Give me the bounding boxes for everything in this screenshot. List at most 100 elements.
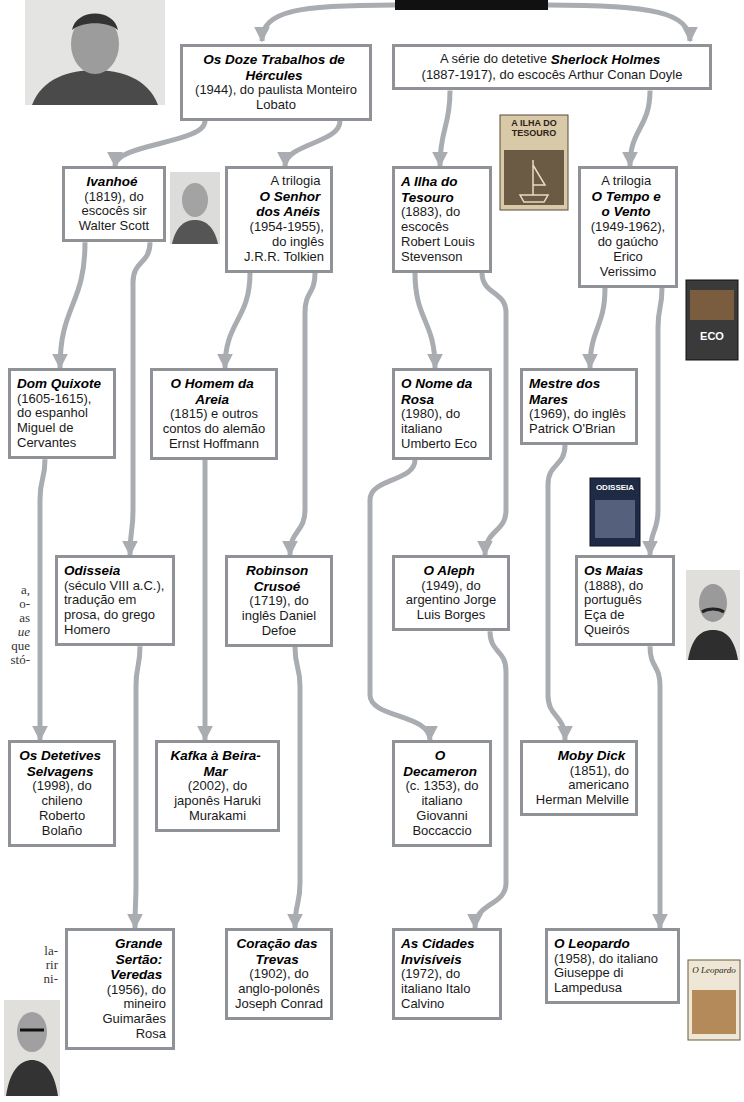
book-title: O Homem da Areia <box>159 376 265 407</box>
book-title: As Cidades Invisíveis <box>401 936 489 967</box>
clipped-text: la- <box>0 944 58 958</box>
cover-picture <box>690 290 734 320</box>
portrait-hair <box>72 14 118 31</box>
book-note: (1949-1962), do gaúcho Erico Verissimo <box>587 220 669 280</box>
book-note: A trilogia <box>601 174 651 189</box>
book-box: Ivanhoé(1819), do escocês sir Walter Sco… <box>62 166 166 242</box>
book-title: Dom Quixote <box>17 376 101 392</box>
book-cover <box>686 280 738 360</box>
portrait-head <box>182 183 208 217</box>
book-box: Grande Sertão: Veredas(1956), do mineiro… <box>65 928 175 1050</box>
flow-arrow <box>40 459 45 740</box>
book-box: As Cidades Invisíveis(1972), do italiano… <box>392 928 502 1020</box>
flow-arrow <box>225 273 250 368</box>
clipped-text: stó- <box>0 653 30 667</box>
author-portrait <box>25 0 165 105</box>
book-title: Sherlock Holmes <box>551 52 661 68</box>
book-note: (1887-1917), do escocês Arthur Conan Doy… <box>422 68 683 83</box>
flow-arrow <box>203 460 208 740</box>
book-cover <box>590 478 640 546</box>
clipped-text: o- <box>0 597 30 611</box>
book-note: (1819), do escocês sir Walter Scott <box>71 190 157 235</box>
book-note: (1958), do italiano Giuseppe di Lampedus… <box>554 952 671 997</box>
book-box: O Nome da Rosa(1980), do italiano Umbert… <box>392 368 492 460</box>
clipped-text: ni- <box>0 972 58 986</box>
book-title: Coração das Trevas <box>234 936 320 967</box>
flow-arrow <box>295 647 300 928</box>
book-title: Os Detetives Selvagens <box>17 748 103 779</box>
book-note: (1851), do americano Herman Melville <box>529 764 629 809</box>
flow-arrow <box>548 445 565 740</box>
book-title: Moby Dick <box>558 748 626 764</box>
book-title: Grande Sertão: Veredas <box>74 936 162 983</box>
book-title: Os Doze Trabalhos de Hércules <box>189 52 359 83</box>
book-title: Odisseia <box>64 563 120 579</box>
cover-ground <box>590 478 640 546</box>
book-box: Os Detetives Selvagens(1998), do chileno… <box>8 740 116 847</box>
lead-arrow <box>548 5 690 41</box>
book-box: O Leopardo(1958), do italiano Giuseppe d… <box>545 928 680 1004</box>
book-note: (1998), do chileno Roberto Bolaño <box>17 779 107 839</box>
portrait-head <box>71 14 119 74</box>
book-box: Os Doze Trabalhos de Hércules(1944), do … <box>180 44 372 121</box>
portrait-glasses <box>20 1029 44 1032</box>
book-cover <box>500 115 568 210</box>
flow-arrow <box>440 90 450 166</box>
flow-arrow <box>285 121 340 166</box>
portrait-shoulders <box>6 1060 58 1096</box>
book-title: O Decameron <box>401 748 479 779</box>
clipped-text: ue <box>0 625 30 639</box>
book-title: Mestre dos Mares <box>529 376 625 407</box>
cover-ground <box>686 280 738 360</box>
cover-picture <box>692 990 736 1034</box>
book-box: A trilogiaO Tempo e o Vento(1949-1962), … <box>578 166 678 288</box>
portrait-head <box>17 1012 47 1052</box>
book-note: (2002), do japonês Haruki Murakami <box>164 779 271 824</box>
book-title: O Nome da Rosa <box>401 376 479 407</box>
cover-picture <box>504 150 564 205</box>
book-note: A trilogia <box>271 174 321 189</box>
portrait-ground <box>25 0 165 105</box>
book-box: O Homem da Areia(1815) e outros contos d… <box>150 368 278 460</box>
book-note: (1956), do mineiro Guimarães Rosa <box>74 983 166 1043</box>
cover-title: A ILHA DO TESOURO <box>503 119 565 139</box>
flow-arrow <box>415 273 435 368</box>
flow-arrow <box>135 646 140 928</box>
flow-arrow <box>650 646 660 928</box>
author-portrait <box>4 1000 60 1096</box>
book-note: (1949), do argentino Jorge Luis Borges <box>401 579 501 624</box>
book-cover <box>688 960 740 1040</box>
book-box: Kafka à Beira-Mar(2002), do japonês Haru… <box>155 740 280 832</box>
book-title: O Aleph <box>423 563 474 579</box>
book-note: (1902), do anglo-polonês Joseph Conrad <box>234 967 324 1012</box>
flow-arrow <box>60 242 85 368</box>
book-note: (1815) e outros contos do alemão Ernst H… <box>159 407 269 452</box>
portrait-ground <box>686 570 740 660</box>
clipped-text: rir <box>0 958 58 972</box>
book-note: (1944), do paulista Monteiro Lobato <box>189 83 363 113</box>
cover-title: O Leopardo <box>690 966 738 976</box>
clipped-text: as <box>0 611 30 625</box>
book-box: O Decameron(c. 1353), do italiano Giovan… <box>392 740 492 847</box>
book-box: O Aleph(1949), do argentino Jorge Luis B… <box>392 555 510 631</box>
book-note: (1719), do inglês Daniel Defoe <box>234 594 324 639</box>
portrait-shoulders <box>172 220 218 244</box>
book-note: (1954-1955), do inglês J.R.R. Tolkien <box>234 220 324 265</box>
book-title: O Senhor dos Anéis <box>234 189 320 220</box>
book-note: (século VIII a.C.), tradução em prosa, d… <box>64 579 166 639</box>
portrait-moustache <box>702 609 724 612</box>
cover-title: ECO <box>688 330 736 342</box>
flow-arrow <box>115 121 205 166</box>
cover-ground <box>688 960 740 1040</box>
book-box: A série do detetiveSherlock Holmes(1887-… <box>392 44 712 90</box>
author-portrait <box>170 172 220 244</box>
portrait-ground <box>170 172 220 244</box>
flow-arrow <box>630 90 650 166</box>
book-note: (1980), do italiano Umberto Eco <box>401 407 483 452</box>
book-box: A trilogiaO Senhor dos Anéis(1954-1955),… <box>225 166 333 273</box>
book-note: (1883), do escocês Robert Louis Stevenso… <box>401 205 483 265</box>
portrait-head <box>699 584 727 622</box>
book-box: Dom Quixote(1605-1615), do espanhol Migu… <box>8 368 116 459</box>
book-note: (1888), do português Eça de Queirós <box>584 579 666 639</box>
flow-arrow <box>130 242 150 555</box>
